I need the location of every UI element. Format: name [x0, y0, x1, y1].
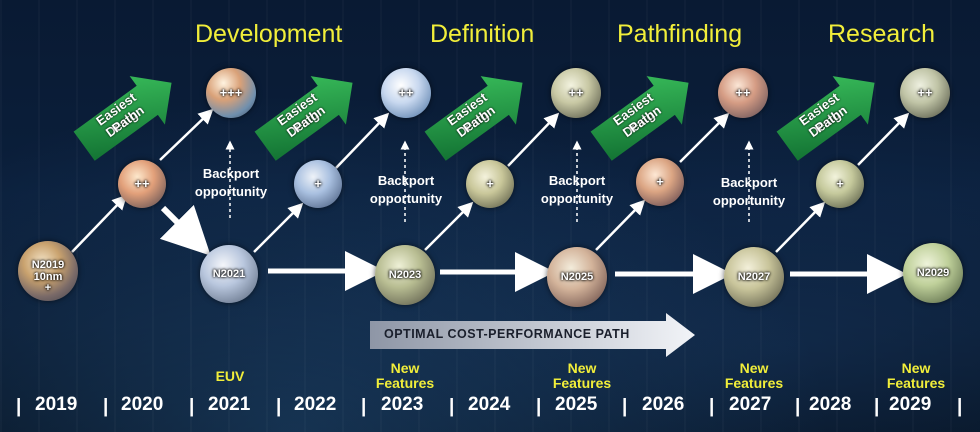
arrow-p2022-pp2023: [335, 112, 390, 169]
year-2025: 2025: [555, 394, 598, 415]
node-n2029: N2029: [903, 243, 963, 303]
year-divider: |: [449, 396, 455, 417]
arrow-pp2020-ppp2021: [159, 108, 214, 161]
node-ppp2021: +++: [206, 68, 256, 118]
node-p2026: +: [636, 158, 684, 206]
easiest-design-arrow-5: [776, 76, 875, 161]
annotation-new-features-2023: New Features: [375, 360, 435, 391]
year-timeline: | 2019 | 2020 | 2021 | 2022 | 2023 | 202…: [0, 392, 980, 420]
year-2023: 2023: [381, 394, 424, 415]
year-divider: |: [103, 396, 109, 417]
year-divider: |: [622, 396, 628, 417]
annotation-new-features-2025: New Features: [552, 360, 612, 391]
year-divider: |: [795, 396, 801, 417]
year-divider: |: [276, 396, 282, 417]
arrow-n2025-p2026: [595, 199, 646, 251]
node-pp2020: ++: [118, 160, 166, 208]
annotation-new-features-2029: New Features: [886, 360, 946, 391]
arrow-pp2020-n2021: [159, 204, 211, 256]
arrow-n2023-p2024: [424, 201, 474, 251]
easiest-design-arrow-4: [590, 76, 689, 161]
node-n2023: N2023: [375, 245, 435, 305]
year-2029: 2029: [889, 394, 932, 415]
node-pp2025: ++: [551, 68, 601, 118]
node-n2027: N2027: [724, 247, 784, 307]
year-2021: 2021: [208, 394, 251, 415]
node-pp2023: ++: [381, 68, 431, 118]
year-divider: |: [709, 396, 715, 417]
year-divider: |: [536, 396, 542, 417]
node-n2025: N2025: [547, 247, 607, 307]
node-n2019: N2019 10nm +: [18, 241, 78, 301]
phase-definition: Definition: [430, 20, 535, 48]
year-2020: 2020: [121, 394, 164, 415]
backport-label-2021: Backport opportunity: [194, 166, 268, 199]
annotation-new-features-2027: New Features: [724, 360, 784, 391]
backport-label-2023: Backport opportunity: [369, 173, 443, 206]
node-n2021: N2021: [200, 245, 258, 303]
optimal-path-label: OPTIMAL COST-PERFORMANCE PATH: [384, 327, 630, 341]
easiest-design-arrow-3: [424, 76, 523, 161]
backport-label-2027: Backport opportunity: [712, 175, 786, 208]
backport-label-2025: Backport opportunity: [540, 173, 614, 206]
arrow-p2026-pp2027: [679, 112, 730, 163]
easiest-design-arrow-1: [73, 76, 172, 161]
year-2022: 2022: [294, 394, 337, 415]
year-divider: |: [874, 396, 880, 417]
year-divider: |: [361, 396, 367, 417]
node-p2028: +: [816, 160, 864, 208]
node-pp2027: ++: [718, 68, 768, 118]
year-2024: 2024: [468, 394, 511, 415]
optimal-cost-performance-arrow: OPTIMAL COST-PERFORMANCE PATH: [370, 313, 695, 357]
year-2027: 2027: [729, 394, 772, 415]
arrow-n2021-p2022: [253, 202, 304, 253]
node-p2022: +: [294, 160, 342, 208]
phase-research: Research: [828, 20, 935, 48]
year-divider: |: [189, 396, 195, 417]
annotation-euv: EUV: [215, 368, 245, 384]
year-divider: |: [16, 396, 22, 417]
node-pp2029: ++: [900, 68, 950, 118]
arrow-p2024-pp2025: [507, 112, 560, 167]
year-2028: 2028: [809, 394, 852, 415]
easiest-design-arrow-2: [254, 76, 353, 161]
year-2019: 2019: [35, 394, 78, 415]
arrow-n2019-pp2020: [71, 194, 128, 253]
phase-pathfinding: Pathfinding: [617, 20, 743, 48]
year-divider: |: [957, 396, 963, 417]
arrow-n2027-p2028: [775, 201, 826, 253]
year-2026: 2026: [642, 394, 685, 415]
arrow-p2028-pp2029: [857, 112, 910, 166]
node-p2024: +: [466, 160, 514, 208]
phase-development: Development: [195, 20, 343, 48]
